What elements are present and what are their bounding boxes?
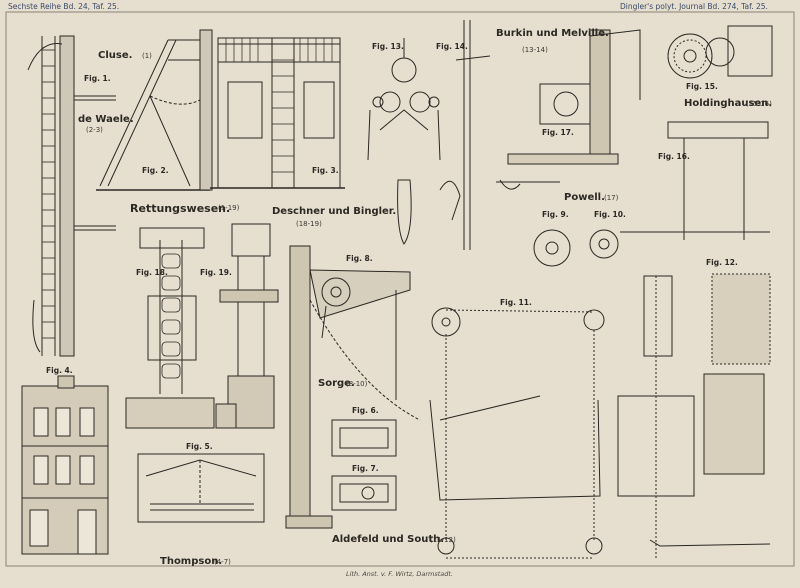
section-aldefeld-ref: (11-12) [430, 536, 456, 544]
fig4-brick-building-drawing [21, 375, 109, 555]
section-dewaele-ref: (2-3) [86, 126, 103, 134]
fig16-frame-drawing [620, 121, 770, 240]
fig13-block-tackle-drawing [367, 38, 441, 245]
section-powell-ref: (17) [604, 194, 619, 202]
section-deschner-ref: (18-19) [296, 220, 322, 228]
section-sorge-ref: (8-10) [346, 380, 368, 388]
fig18-19-chain-ladder-drawing [125, 223, 279, 429]
fig-label-5: Fig. 5. [186, 442, 213, 451]
fig12-cage-drawing [617, 273, 771, 560]
fig-label-3: Fig. 3. [312, 166, 339, 175]
section-thompson: Thompson. [160, 556, 223, 567]
fig3-facade-drawing [210, 37, 345, 189]
fig-label-7: Fig. 7. [352, 464, 379, 473]
fig17-winch-drawing [496, 29, 641, 190]
plate-header-right: Dingler's polyt. Journal Bd. 274, Taf. 2… [620, 2, 768, 11]
fig-label-16: Fig. 16. [658, 152, 690, 161]
fig8-wall-crane-drawing [285, 245, 421, 529]
fig-label-4: Fig. 4. [46, 366, 73, 375]
lithographer-credit: Lith. Anst. v. F. Wirtz, Darmstadt. [346, 570, 453, 578]
fig-label-10: Fig. 10. [594, 210, 626, 219]
fig-label-14: Fig. 14. [436, 42, 468, 51]
section-burkin-ref: (13-14) [522, 46, 548, 54]
fig15-gear-drawing [667, 25, 773, 79]
section-holdinghausen: Holdinghausen. [684, 98, 773, 109]
section-rettungswesen-ref: (1-19) [218, 204, 240, 212]
section-powell: Powell. [564, 192, 605, 203]
section-thompson-ref: (4-7) [214, 558, 231, 566]
fig14-rope-hoist-drawing [439, 20, 491, 250]
fig-label-19: Fig. 19. [200, 268, 232, 277]
fig-label-8: Fig. 8. [346, 254, 373, 263]
section-holdinghausen-ref: (15-16) [746, 100, 772, 108]
fig-label-11: Fig. 11. [500, 298, 532, 307]
fig-label-6: Fig. 6. [352, 406, 379, 415]
fig9-10-pulley-drawing [533, 229, 619, 267]
fig-label-13: Fig. 13. [372, 42, 404, 51]
section-burkin: Burkin und Melville. [496, 28, 609, 39]
fig-label-15: Fig. 15. [686, 82, 718, 91]
section-deschner: Deschner und Bingler. [272, 206, 397, 217]
fig6-7-box-drawing [331, 419, 397, 511]
fig-label-9: Fig. 9. [542, 210, 569, 219]
fig1-ladder-drawing [27, 35, 116, 357]
fig-label-12: Fig. 12. [706, 258, 738, 267]
fig5-trapdoor-drawing [137, 453, 265, 523]
fig-label-17: Fig. 17. [542, 128, 574, 137]
fig-label-1: Fig. 1. [84, 74, 111, 83]
section-cluse-ref: (1) [142, 52, 152, 60]
section-rettungswesen: Rettungswesen. [130, 202, 231, 215]
section-dewaele: de Waele. [78, 114, 134, 125]
fig2-inclined-ladder-drawing [96, 29, 213, 191]
plate-header-left: Sechste Reihe Bd. 24, Taf. 25. [8, 2, 120, 11]
section-cluse: Cluse. [98, 50, 133, 61]
section-aldefeld: Aldefeld und South. [332, 534, 445, 545]
fig-label-2: Fig. 2. [142, 166, 169, 175]
fig11-chain-sheave-drawing [429, 307, 605, 559]
fig-label-18: Fig. 18. [136, 268, 168, 277]
section-sorge: Sorge. [318, 378, 355, 389]
